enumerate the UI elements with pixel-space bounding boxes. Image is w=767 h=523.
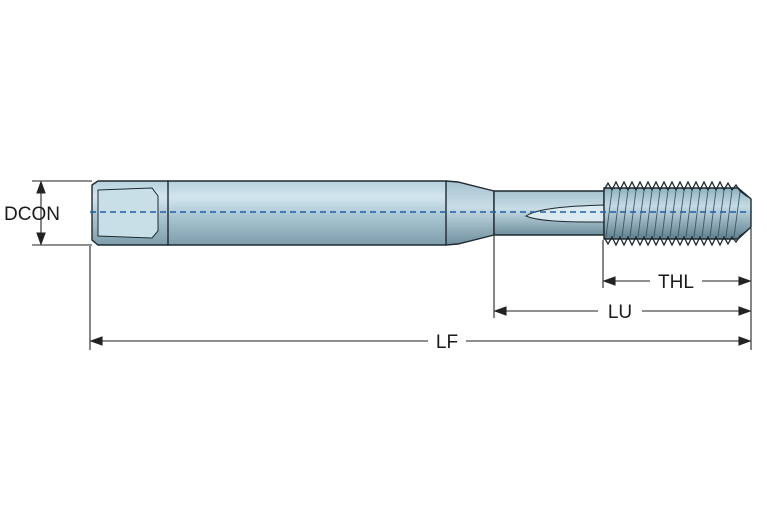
square-drive-flat — [97, 187, 159, 239]
thread-teeth-bottom — [603, 229, 749, 247]
lf-label: LF — [436, 332, 458, 353]
lu-arrow-right — [738, 306, 752, 316]
lf-arrow-left — [89, 336, 103, 346]
lu-label: LU — [608, 302, 632, 323]
dcon-arrow-top — [36, 180, 46, 194]
dcon-label: DCON — [4, 204, 60, 225]
thl-arrow-right — [738, 276, 752, 286]
shank — [167, 180, 453, 246]
lf-arrow-right — [738, 336, 752, 346]
dimensions — [32, 180, 752, 350]
thread-helix-lines — [605, 189, 741, 238]
lu-arrow-left — [493, 306, 507, 316]
shank-taper — [445, 180, 495, 246]
thl-arrow-left — [602, 276, 616, 286]
dcon-arrow-bottom — [36, 232, 46, 246]
thl-label: THL — [658, 272, 694, 293]
tap-body — [90, 180, 752, 247]
